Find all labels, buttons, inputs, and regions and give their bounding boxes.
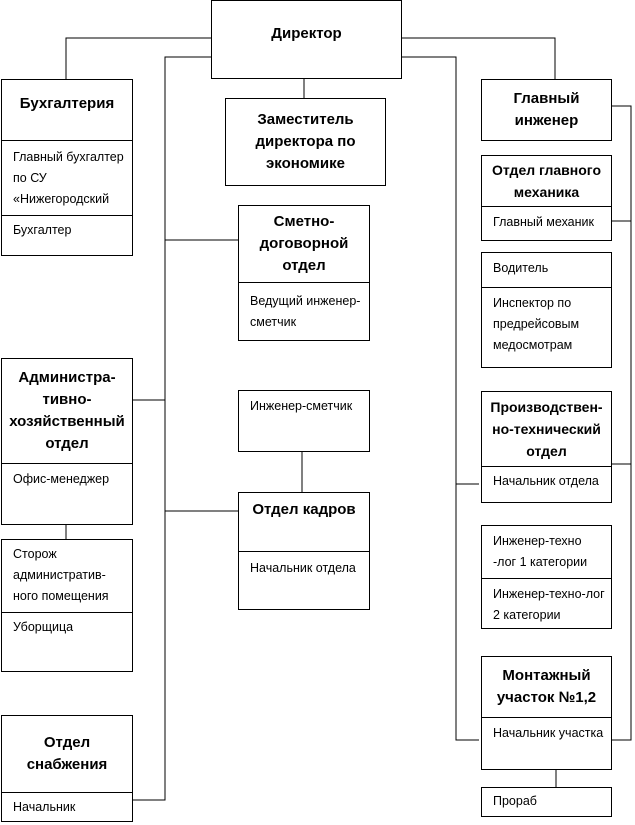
chief-accountant: Главный бухгалтер по СУ «Нижегородский — [13, 150, 124, 206]
supply-head: Начальник — [13, 800, 76, 814]
accounting-title: Бухгалтерия — [19, 95, 115, 112]
medical-inspector: Инспектор по предрейсовым медосмотрам — [493, 296, 580, 352]
admin-office-cell: Офис-менеджер — [2, 463, 132, 524]
accountant: Бухгалтер — [13, 223, 72, 237]
inspector-cell: Инспектор по предрейсовым медосмотрам — [482, 287, 611, 367]
foreman: Прораб — [493, 794, 537, 808]
technologists-box: Инженер-техно -лог 1 категории Инженер-т… — [481, 525, 612, 629]
mechanic-dept-title: Отдел главного механика — [492, 162, 601, 200]
assembly-title: Монтажный участок №1,2 — [496, 667, 597, 706]
chief-engineer-title: Главный инженер — [513, 90, 580, 129]
technologist-cat2: Инженер-техно-лог 2 категории — [493, 587, 605, 622]
foreman-box: Прораб — [481, 787, 612, 817]
estimate-engineer: Инженер-сметчик — [250, 399, 353, 413]
assembly-head-cell: Начальник участка — [482, 717, 611, 769]
deputy-econ-box: Заместитель директора по экономике — [225, 98, 386, 186]
mechanic-dept-box: Отдел главного механика Главный механик — [481, 155, 612, 241]
technologist-cat1: Инженер-техно -лог 1 категории — [493, 534, 588, 569]
driver: Водитель — [493, 261, 549, 275]
estimate-engineer-box: Инженер-сметчик — [238, 390, 370, 452]
pto-head: Начальник отдела — [493, 474, 599, 488]
hr-dept-box: Отдел кадров Начальник отдела — [238, 492, 370, 610]
assembly-head: Начальник участка — [493, 726, 604, 740]
supply-dept-title: Отдел снабжения — [26, 734, 108, 773]
supply-dept-box: Отдел снабжения Начальник — [1, 715, 133, 822]
chief-mechanic-cell: Главный механик — [482, 206, 611, 240]
pto-head-cell: Начальник отдела — [482, 466, 611, 502]
hr-dept-title: Отдел кадров — [252, 501, 356, 518]
accounting-box: Бухгалтерия Главный бухгалтер по СУ «Ниж… — [1, 79, 133, 256]
admin-dept-title: Администра-тивно-хозяйственный отдел — [9, 369, 125, 452]
driver-block-box: Водитель Инспектор по предрейсовым медос… — [481, 252, 612, 368]
supply-head-cell: Начальник — [2, 792, 132, 821]
estimates-dept-title: Сметно-договорной отдел — [259, 213, 349, 274]
accounting-chief-cell: Главный бухгалтер по СУ «Нижегородский — [2, 140, 132, 215]
estimates-lead-cell: Ведущий инженер-сметчик — [239, 282, 369, 340]
pto-dept-box: Производствен-но-технический отдел Начал… — [481, 391, 612, 503]
director-box: Директор — [211, 0, 402, 79]
hr-head: Начальник отдела — [250, 561, 356, 575]
chief-mechanic: Главный механик — [493, 215, 594, 229]
pto-dept-title: Производствен-но-технический отдел — [490, 399, 603, 459]
admin-dept-box: Администра-тивно-хозяйственный отдел Офи… — [1, 358, 133, 525]
admin-staff-box: Сторож административ-ного помещения Убор… — [1, 539, 133, 672]
admin-cleaner-cell: Уборщица — [2, 612, 132, 671]
lead-estimate-engineer: Ведущий инженер-сметчик — [250, 294, 361, 329]
director-title: Директор — [271, 25, 342, 42]
guard: Сторож административ-ного помещения — [13, 547, 109, 603]
cleaner: Уборщица — [13, 620, 74, 634]
deputy-econ-title: Заместитель директора по экономике — [255, 111, 356, 172]
chief-engineer-box: Главный инженер — [481, 79, 612, 141]
estimates-dept-box: Сметно-договорной отдел Ведущий инженер-… — [238, 205, 370, 341]
hr-head-cell: Начальник отдела — [239, 551, 369, 609]
office-manager: Офис-менеджер — [13, 472, 110, 486]
accounting-accountant-cell: Бухгалтер — [2, 215, 132, 255]
assembly-box: Монтажный участок №1,2 Начальник участка — [481, 656, 612, 770]
technologist-cat2-cell: Инженер-техно-лог 2 категории — [482, 578, 611, 628]
